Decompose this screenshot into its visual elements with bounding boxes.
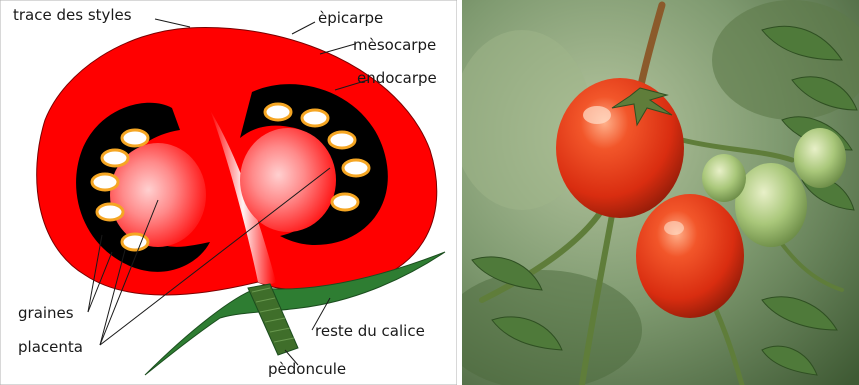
highlight [664, 221, 684, 235]
ripe-tomato-upper [556, 78, 684, 218]
green-tomato-upper-right [794, 128, 846, 188]
label-trace-des-styles: trace des styles [13, 6, 132, 24]
green-tomato-small [702, 154, 746, 202]
label-placenta: placenta [18, 338, 83, 356]
label-mesocarpe: mèsocarpe [353, 36, 436, 54]
label-graines: graines [18, 304, 74, 322]
tomato-plant-photo [462, 0, 859, 385]
ripe-tomato-lower [636, 194, 744, 318]
label-epicarpe: èpicarpe [318, 9, 383, 27]
label-reste-du-calice: reste du calice [315, 322, 425, 340]
label-endocarpe: endocarpe [357, 69, 437, 87]
tomato-cross-section-diagram: trace des styles èpicarpe mèsocarpe endo… [0, 0, 457, 385]
label-pedoncule: pèdoncule [268, 360, 346, 378]
right-placenta [240, 128, 336, 232]
highlight [583, 106, 611, 124]
